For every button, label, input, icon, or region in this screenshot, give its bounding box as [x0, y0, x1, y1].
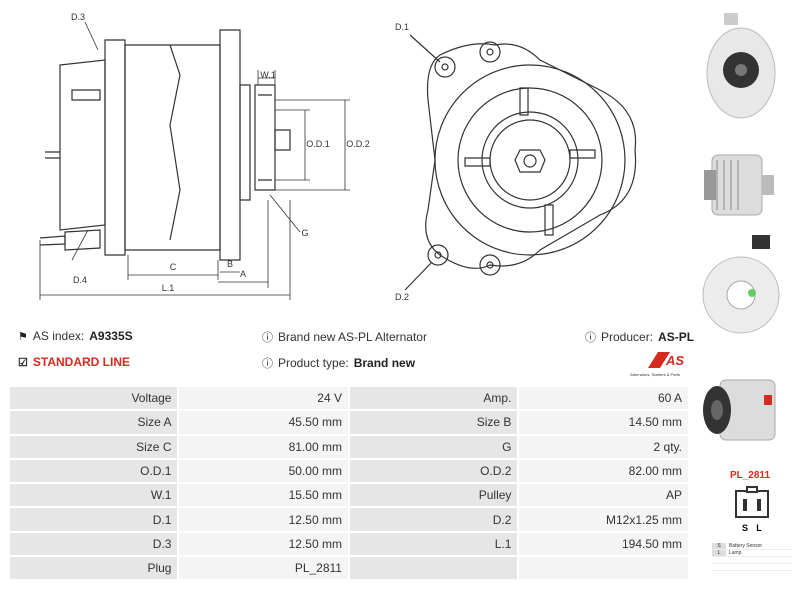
spec-value: 12.50 mm [177, 506, 350, 533]
spec-value: M12x1.25 mm [517, 506, 690, 533]
spec-value: 81.00 mm [177, 433, 350, 460]
product-type: ⓘ Product type: Brand new [262, 356, 416, 370]
spec-value: 50.00 mm [177, 457, 350, 485]
spec-label: D.1 [7, 506, 180, 533]
alternator-photo-side [704, 154, 774, 216]
brand-info: ⓘ Brand new AS-PL Alternator [262, 330, 427, 344]
spec-label: Voltage [7, 384, 180, 412]
spec-label: L.1 [347, 530, 520, 558]
spec-label: D.3 [7, 530, 180, 558]
spec-label: Size A [7, 409, 180, 436]
label-od1: O.D.1 [306, 139, 330, 149]
alternator-photo-front [706, 13, 776, 119]
spec-label: W.1 [7, 482, 180, 509]
spec-label: D.2 [347, 506, 520, 533]
label-od2: O.D.2 [346, 139, 370, 149]
technical-drawing: D.3 D.1 D.2 D.4 W.1 O.D.1 O.D.2 G C B A … [39, 12, 637, 302]
plug-diagram: S L [735, 486, 769, 533]
spec-label [347, 555, 520, 582]
label-w1: W.1 [260, 70, 276, 80]
label-l1: L.1 [162, 283, 175, 293]
alternator-photo-rear [702, 235, 780, 334]
spec-label: Pulley [347, 482, 520, 509]
label-g: G [301, 228, 308, 238]
spec-value: 14.50 mm [517, 409, 690, 436]
spec-label: O.D.2 [347, 457, 520, 485]
spec-label: Amp. [347, 384, 520, 412]
checkbox-icon: ☑ [18, 356, 28, 369]
alternator-photo-pulley [703, 379, 776, 441]
svg-text:AS: AS [665, 353, 684, 368]
spec-value: 2 qty. [517, 433, 690, 460]
svg-text:Alternators, Starters & Parts: Alternators, Starters & Parts [630, 372, 680, 377]
spec-value: 12.50 mm [177, 530, 350, 558]
label-b: B [227, 259, 233, 269]
svg-text:L: L [756, 523, 762, 533]
info-icon: ⓘ [262, 358, 273, 370]
spec-value: 194.50 mm [517, 530, 690, 558]
as-index-value: A9335S [89, 329, 133, 343]
spec-value [517, 555, 690, 582]
label-c: C [170, 262, 177, 272]
spec-value: 15.50 mm [177, 482, 350, 509]
spec-value: 82.00 mm [517, 457, 690, 485]
label-a: A [240, 269, 246, 279]
standard-line: ☑ STANDARD LINE [18, 355, 130, 369]
spec-label: Plug [7, 555, 180, 582]
as-pl-logo: AS Alternators, Starters & Parts [630, 352, 684, 377]
spec-label: Size B [347, 409, 520, 436]
spec-label: O.D.1 [7, 457, 180, 485]
plug-name: PL_2811 [729, 470, 771, 481]
info-icon: ⓘ [585, 332, 596, 344]
spec-value: AP [517, 482, 690, 509]
spec-label: Size C [7, 433, 180, 460]
spec-value: 45.50 mm [177, 409, 350, 436]
info-icon: ⓘ [262, 332, 273, 344]
label-d3: D.3 [71, 12, 85, 22]
spec-value: 60 A [517, 384, 690, 412]
spec-value: PL_2811 [177, 555, 350, 582]
label-d4: D.4 [73, 275, 87, 285]
spec-value: 24 V [177, 384, 350, 412]
label-d2: D.2 [395, 292, 409, 302]
legend-row [712, 564, 792, 571]
spec-label: G [347, 433, 520, 460]
svg-text:S: S [742, 523, 748, 533]
producer: ⓘ Producer: AS-PL [585, 330, 695, 344]
label-d1: D.1 [395, 22, 409, 32]
legend-row [712, 557, 792, 564]
as-index: ⚑ AS index: A9335S [18, 329, 133, 343]
tags-icon: ⚑ [18, 330, 28, 343]
